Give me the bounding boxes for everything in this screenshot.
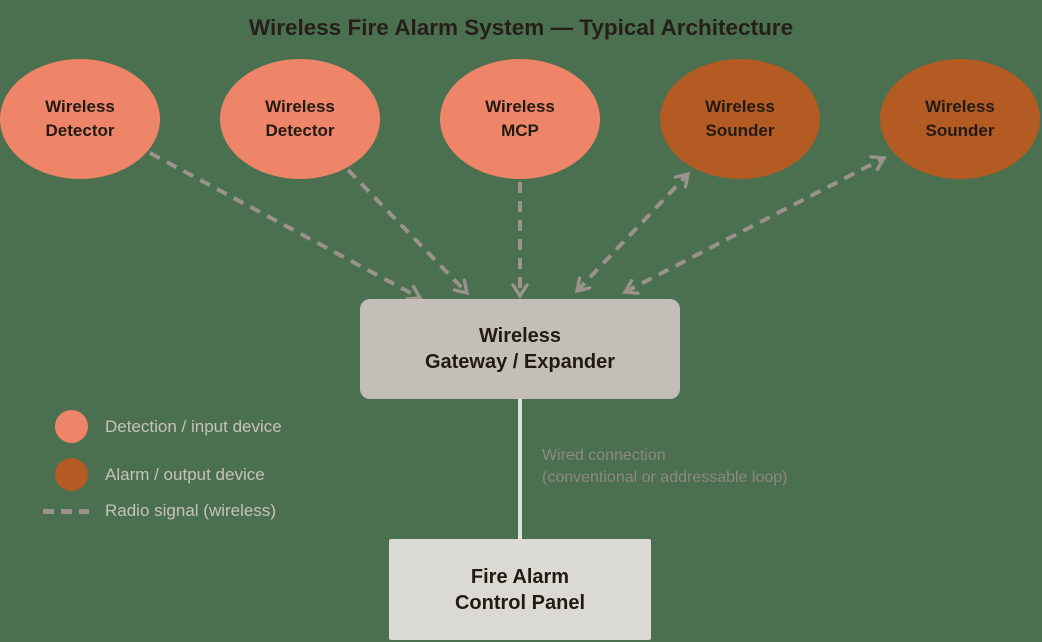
wired-connection-label-line2: (conventional or addressable loop) <box>542 469 788 486</box>
node-label: Sounder <box>705 121 775 140</box>
radio-link-gateway-sounder2 <box>622 155 887 295</box>
diagram-title: Wireless Fire Alarm System — Typical Arc… <box>248 15 794 40</box>
node-fire-alarm-control-panel: Fire Alarm Control Panel <box>389 539 651 640</box>
node-label: MCP <box>501 121 539 140</box>
node-label: Fire Alarm <box>470 565 570 588</box>
node-label: Wireless <box>478 325 562 347</box>
node-wireless-detector-1: Wireless Detector <box>0 59 160 179</box>
node-wireless-sounder-2: Wireless Sounder <box>880 59 1040 179</box>
node-label: Wireless <box>265 97 335 116</box>
radio-signal-swatch <box>43 508 89 514</box>
node-label: Gateway / Expander <box>424 351 616 373</box>
legend-item-radio: Radio signal (wireless) <box>43 498 276 524</box>
node-label: Wireless <box>485 97 555 116</box>
node-label: Control Panel <box>454 591 585 614</box>
radio-link-detector1-gateway <box>149 151 423 301</box>
node-label: Detector <box>265 121 335 140</box>
legend-item-detection: Detection / input device <box>55 410 282 443</box>
alarm-device-swatch <box>55 458 88 491</box>
legend-label-alarm: Alarm / output device <box>105 464 265 484</box>
node-wireless-detector-2: Wireless Detector <box>220 59 380 179</box>
node-wireless-mcp: Wireless MCP <box>440 59 600 179</box>
node-label: Wireless <box>705 97 775 116</box>
node-label: Sounder <box>925 121 995 140</box>
detection-device-swatch <box>55 410 88 443</box>
legend-item-alarm: Alarm / output device <box>55 458 265 491</box>
legend-label-radio: Radio signal (wireless) <box>105 501 277 520</box>
node-wireless-sounder-1: Wireless Sounder <box>660 59 820 179</box>
node-label: Wireless <box>45 97 115 116</box>
wired-connection-label-line1: Wired connection <box>542 447 666 464</box>
radio-link-detector2-gateway <box>346 168 470 296</box>
node-label: Wireless <box>925 97 995 116</box>
legend-label-detection: Detection / input device <box>105 416 282 436</box>
wired-connection-label: Wired connection (conventional or addres… <box>542 445 787 489</box>
node-label: Detector <box>45 121 115 140</box>
node-wireless-gateway: Wireless Gateway / Expander <box>360 299 680 399</box>
radio-link-gateway-sounder1 <box>574 171 691 294</box>
